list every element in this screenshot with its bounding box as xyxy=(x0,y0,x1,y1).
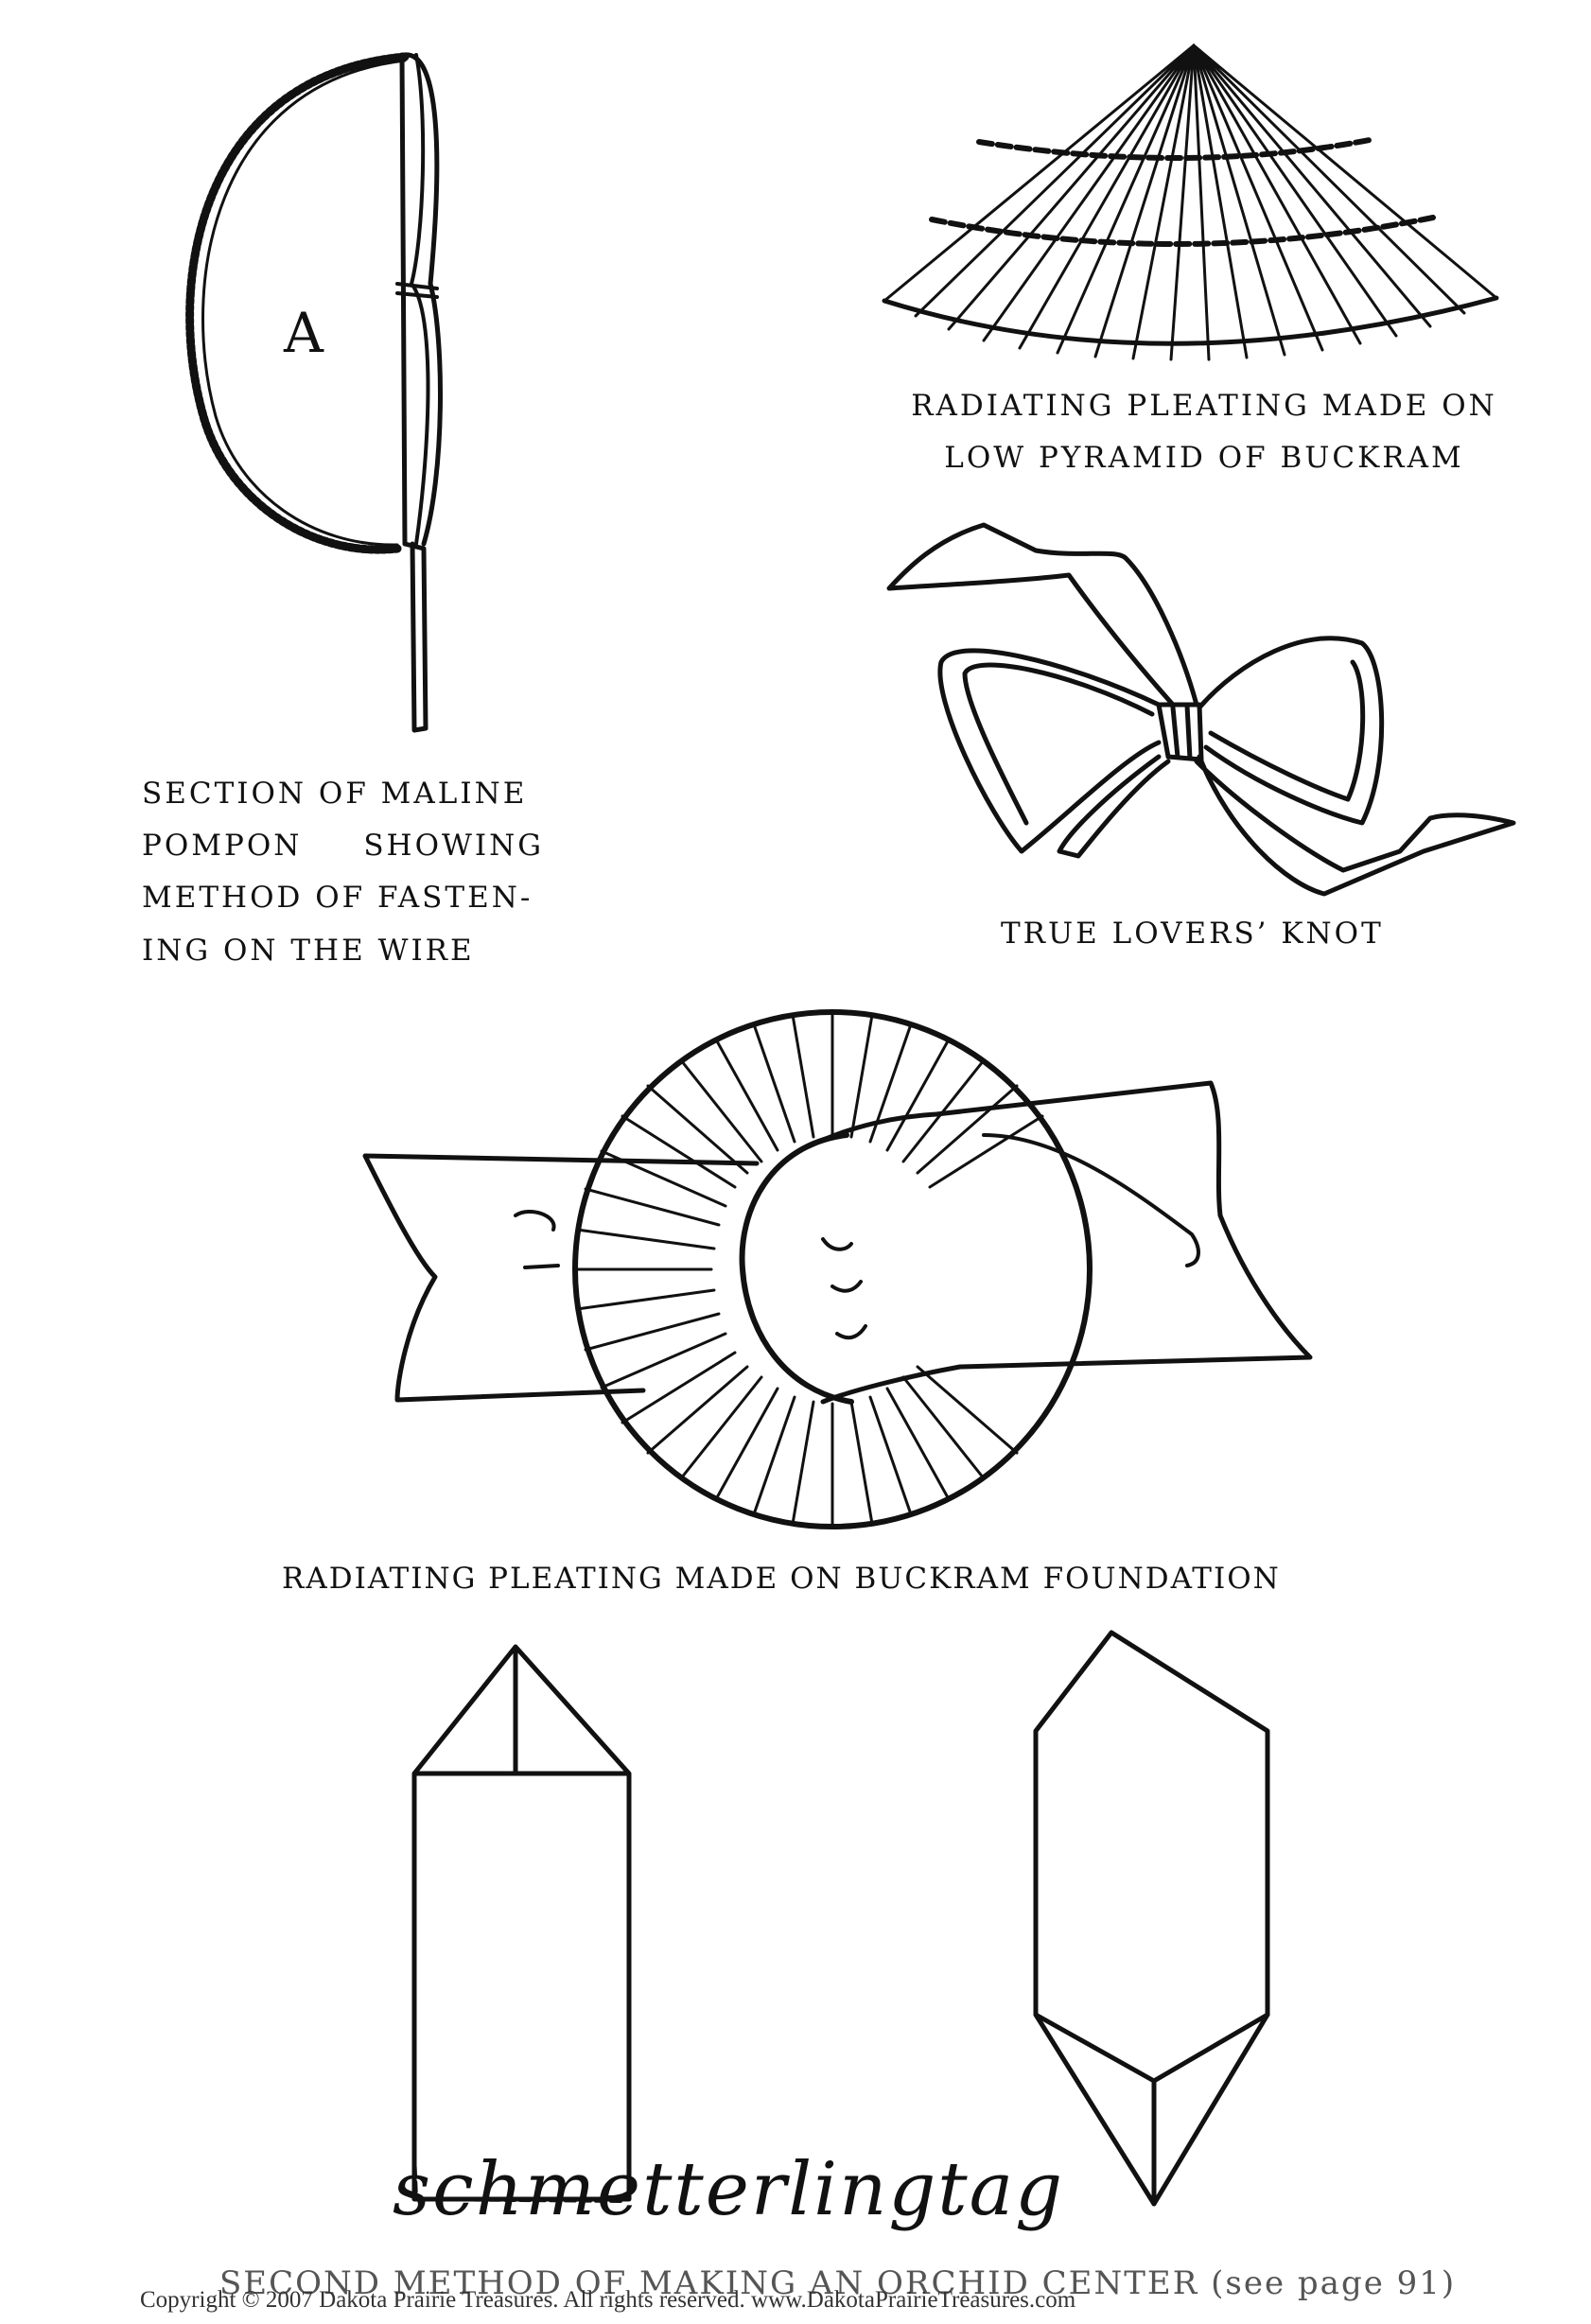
pyramid-caption-line-2: LOW PYRAMID OF BUCKRAM xyxy=(944,441,1464,476)
stitch-marks xyxy=(514,1133,1200,1340)
pompon-caption: SECTION OF MALINE POMPON SHOWING METHOD … xyxy=(142,768,544,977)
pompon-label-a: A xyxy=(284,301,323,365)
bow-left-loop-inner xyxy=(962,662,1155,826)
watermark-text: schmetterlingtag xyxy=(393,2147,1065,2232)
bow-right-loop-inner xyxy=(1208,659,1366,802)
bow-left-loop xyxy=(937,648,1162,854)
bow-knot xyxy=(1156,702,1204,762)
copyright-notice: Copyright © 2007 Dakota Prairie Treasure… xyxy=(140,2287,1076,2313)
wire-loop xyxy=(402,52,443,547)
rosette-diagram xyxy=(362,1009,1313,1529)
pyramid-base xyxy=(882,295,1499,346)
orchid-left-bottom xyxy=(412,2150,626,2203)
pyramid-tier-1 xyxy=(976,137,1372,162)
pyramid-caption: RADIATING PLEATING MADE ON LOW PYRAMID O… xyxy=(878,380,1530,484)
pyramid-caption-line-1: RADIATING PLEATING MADE ON xyxy=(911,389,1497,423)
ribbon-right xyxy=(806,1080,1313,1405)
pyramid-diagram xyxy=(882,44,1499,361)
rosette-caption: RADIATING PLEATING MADE ON BUCKRAM FOUND… xyxy=(282,1562,1281,1596)
orchid-left-shape xyxy=(411,1644,632,2202)
pompon-caption-line-1: SECTION OF MALINE xyxy=(142,777,528,811)
pompon-caption-line-2: POMPON SHOWING xyxy=(142,820,544,872)
ribbon-left xyxy=(362,1153,760,1403)
pompon-diagram xyxy=(185,52,443,733)
pompon-caption-line-3: METHOD OF FASTEN- xyxy=(142,881,533,916)
pompon-caption-word-1: POMPON xyxy=(142,829,303,864)
bow-bottom-ribbon xyxy=(1194,754,1516,897)
orchid-right-fold xyxy=(1033,2012,1270,2207)
pompon-outline xyxy=(185,52,410,554)
rosette-inner-arc xyxy=(739,1132,854,1405)
rosette-pleats xyxy=(573,1010,1044,1529)
pompon-caption-line-4: ING ON THE WIRE xyxy=(142,933,475,968)
pompon-outline-inner xyxy=(201,59,407,547)
bow-diagram xyxy=(886,522,1516,897)
wire-loop-2 xyxy=(410,53,430,546)
orchid-caption: SECOND METHOD OF MAKING AN ORCHID CENTER… xyxy=(219,2264,1457,2302)
bow-right-loop xyxy=(1197,636,1385,826)
wire-binding xyxy=(395,282,439,299)
wire-stem xyxy=(399,52,428,733)
bow-left-tail xyxy=(1057,754,1171,859)
bow-caption: TRUE LOVERS’ KNOT xyxy=(1001,917,1384,951)
pompon-caption-word-2: SHOWING xyxy=(363,829,544,864)
pyramid-pleats xyxy=(883,44,1498,361)
orchid-center-diagram xyxy=(411,1630,1270,2207)
bow-top-ribbon xyxy=(886,522,1199,708)
